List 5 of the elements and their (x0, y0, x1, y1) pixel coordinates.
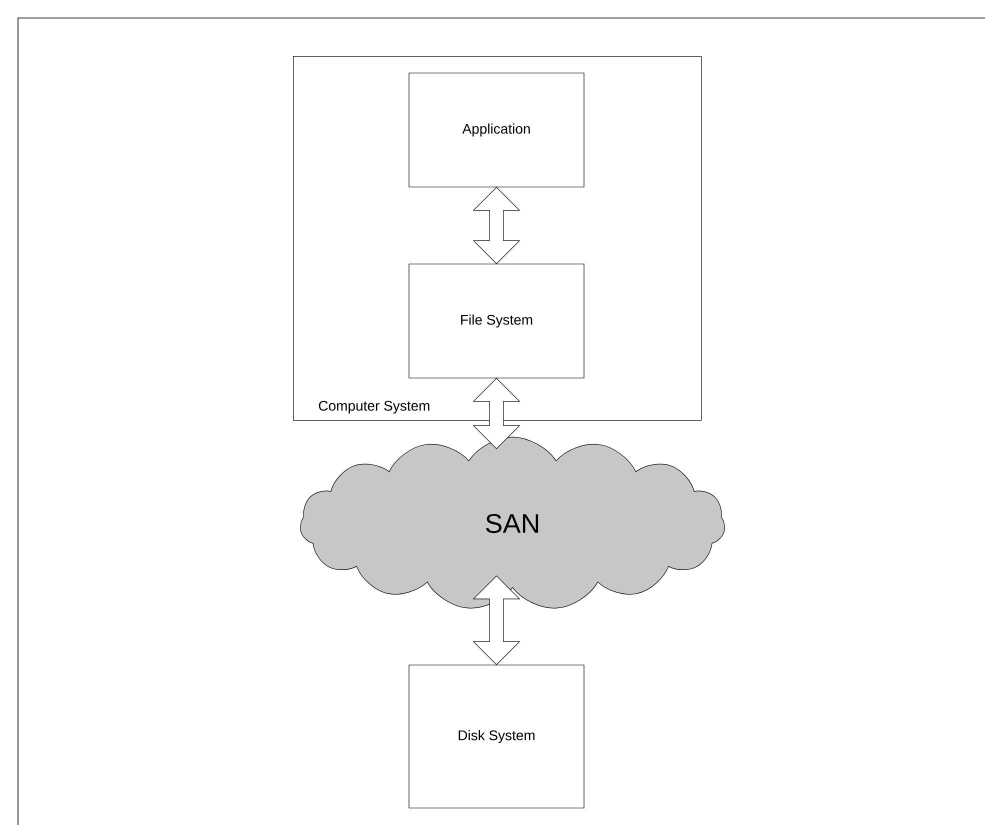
process-box: Disk System (408, 664, 584, 808)
network-cloud: SAN (300, 436, 725, 608)
process-box: File System (408, 264, 584, 378)
double-arrow (472, 576, 520, 666)
process-box: Application (408, 72, 584, 188)
